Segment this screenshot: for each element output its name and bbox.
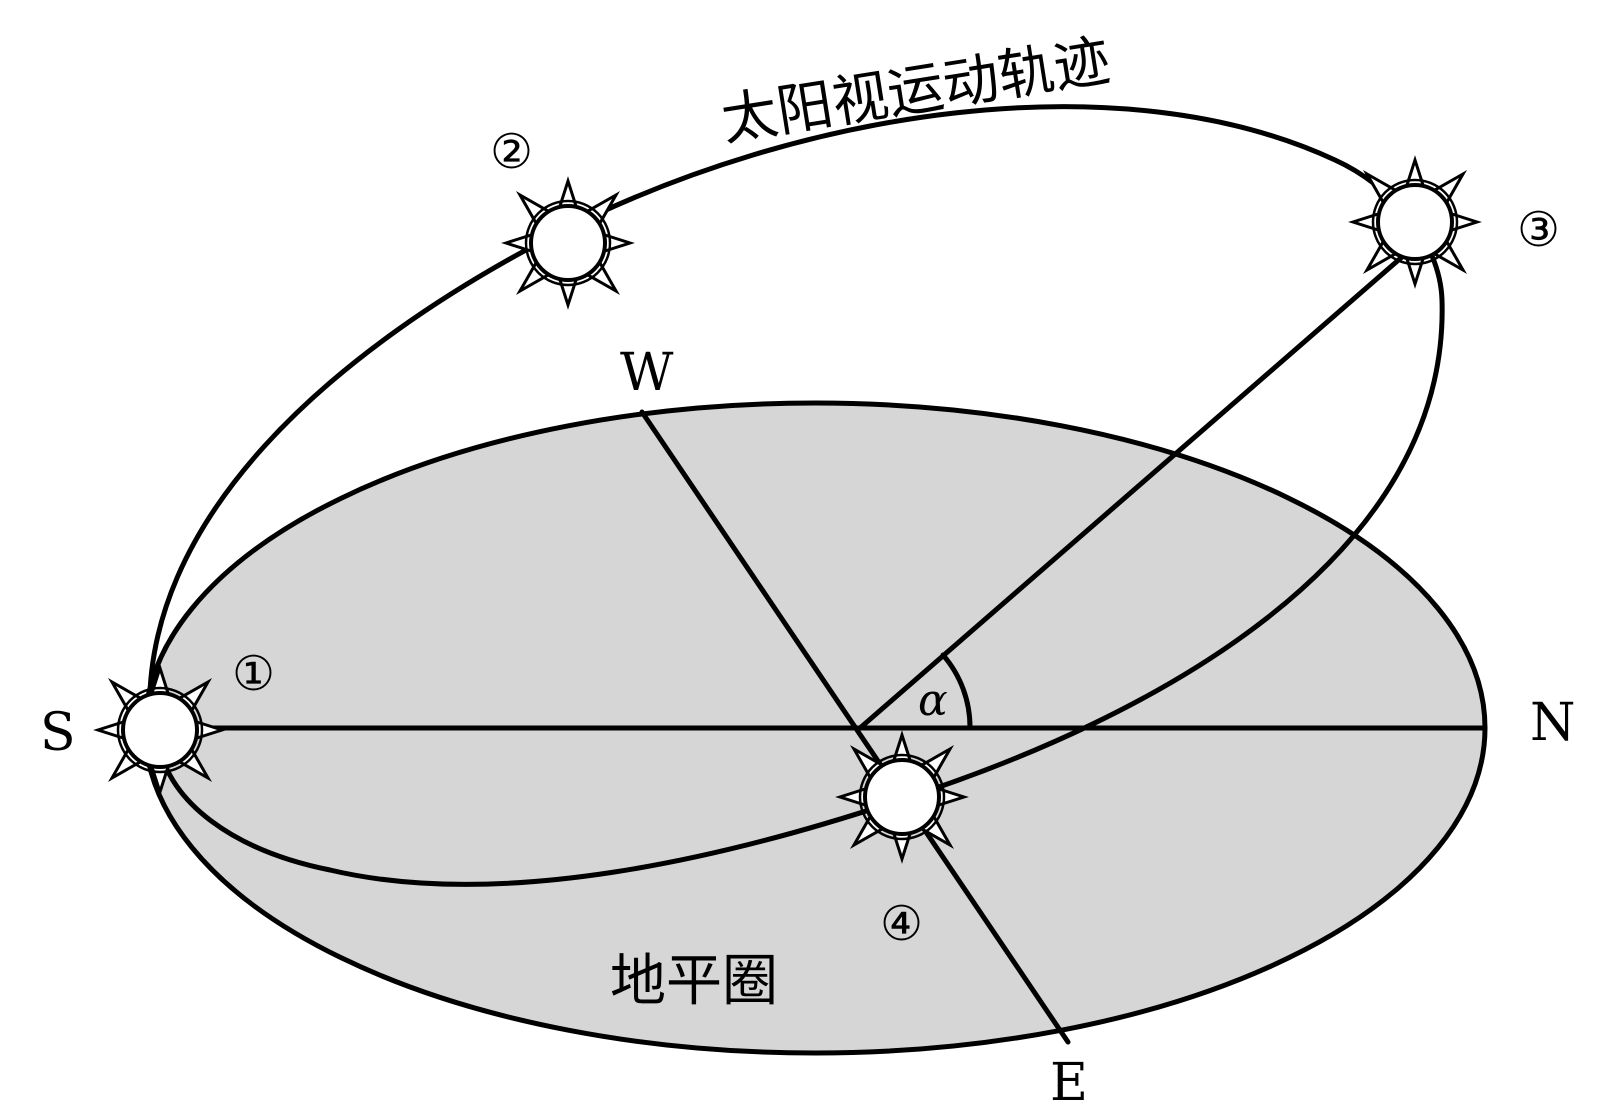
- sun-path-lower: [157, 297, 1445, 887]
- label-south: S: [40, 703, 76, 763]
- label-east: E: [1050, 1053, 1088, 1112]
- label-position-2: ②: [490, 124, 533, 180]
- sun-position-1: [93, 663, 227, 797]
- label-position-3: ③: [1517, 202, 1560, 258]
- label-position-4: ④: [880, 896, 923, 952]
- label-position-1: ①: [232, 646, 275, 702]
- alpha-arc: [940, 652, 973, 731]
- altitude-line: [857, 247, 1413, 731]
- west-east-line: [639, 409, 1071, 1045]
- sun-icon: [835, 730, 969, 864]
- sun-icon: [1348, 155, 1482, 289]
- sun-path-upper: [147, 104, 1445, 725]
- label-alpha: α: [918, 675, 948, 726]
- sun-icon: [93, 663, 227, 797]
- sun-icon: [501, 176, 635, 310]
- label-north: N: [1530, 693, 1576, 753]
- sun-position-3: [1348, 155, 1482, 289]
- sun-position-4: [835, 730, 969, 864]
- label-horizon: 地平圈: [610, 949, 778, 1014]
- label-sun-path: 太阳视运动轨迹: [717, 28, 1114, 154]
- sun-position-2: [501, 176, 635, 310]
- label-west: W: [620, 343, 674, 403]
